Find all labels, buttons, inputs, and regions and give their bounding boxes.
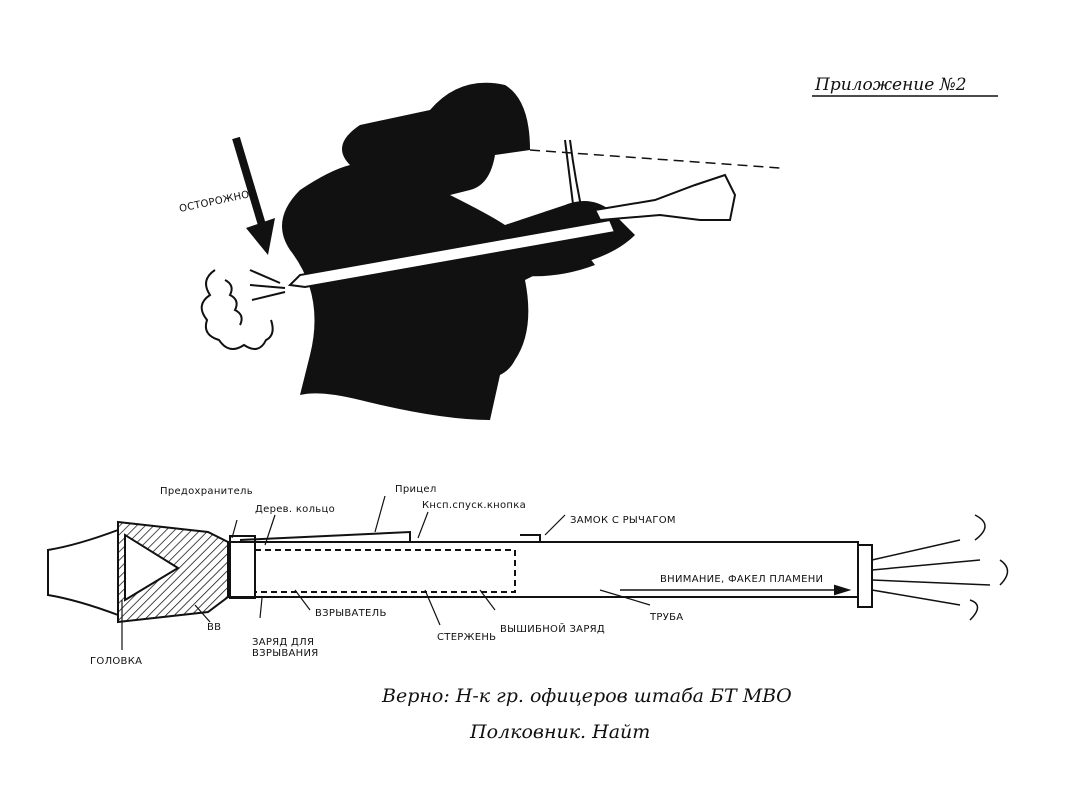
appendix-label: Приложение №2 <box>814 75 967 95</box>
label-trigger-button: Кнсп.спуск.кнопка <box>422 500 526 511</box>
label-rod: СТЕРЖЕНЬ <box>437 632 496 643</box>
label-head: ГОЛОВКА <box>90 656 142 667</box>
backblast-cloud-icon <box>200 269 286 350</box>
label-explosive: ВВ <box>207 622 221 633</box>
label-safety: Предохранитель <box>160 486 253 497</box>
label-lock: ЗАМОК С РЫЧАГОМ <box>570 515 676 526</box>
launcher-sketch <box>287 139 737 289</box>
label-detonator: ЗАРЯД ДЛЯ <box>252 637 314 648</box>
label-detonator-2: ВЗРЫВАНИЯ <box>252 648 318 659</box>
launcher-technical-drawing <box>47 495 1009 650</box>
label-tube: ТРУБА <box>649 612 683 623</box>
label-sight: Прицел <box>395 484 437 495</box>
sight-line <box>529 149 781 169</box>
label-propellant: ВЫШИБНОЙ ЗАРЯД <box>500 622 605 635</box>
warning-label: ОСТОРОЖНО <box>178 189 250 215</box>
signature-line-2: Полковник. Найт <box>469 721 650 743</box>
label-flame-warning: ВНИМАНИЕ, ФАКЕЛ ПЛАМЕНИ <box>660 574 823 585</box>
signature-line-1: Верно: Н-к гр. офицеров штаба БТ МВО <box>381 685 792 707</box>
label-wood-ring: Дерев. кольцо <box>255 504 335 515</box>
warning-arrow-icon <box>232 136 275 255</box>
label-fuze: ВЗРЫВАТЕЛЬ <box>315 608 387 619</box>
